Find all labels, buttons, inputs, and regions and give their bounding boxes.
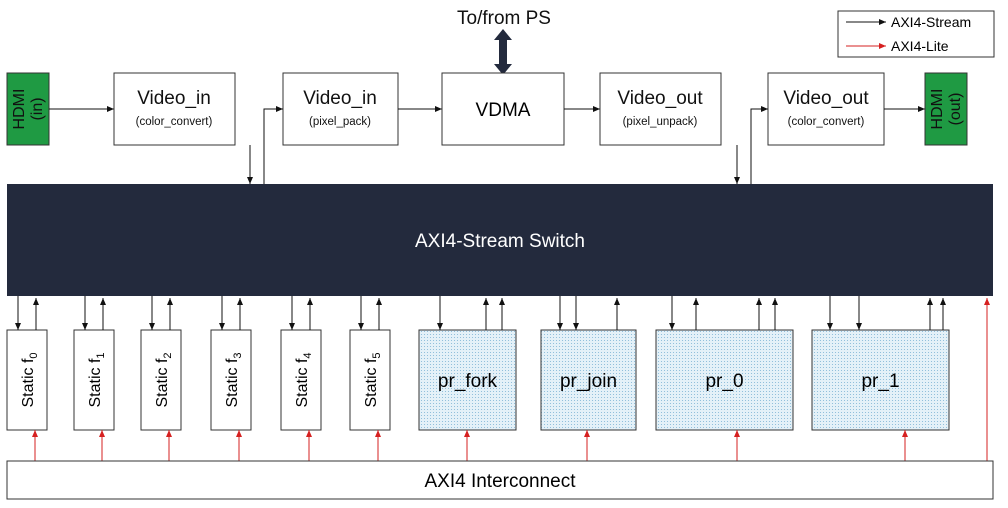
- video-in-color-convert-block: Video_in (color_convert): [113, 72, 236, 146]
- pr-label-2: pr_0: [705, 371, 743, 392]
- video-out-cc-title: Video_out: [783, 88, 869, 109]
- static-block-2: Static f2: [140, 296, 182, 461]
- legend: AXI4-Stream AXI4-Lite: [837, 10, 995, 58]
- video-out-pixel-unpack-block: Video_out (pixel_unpack): [599, 72, 722, 146]
- legend-lite-label: AXI4-Lite: [891, 38, 949, 54]
- static-label-3: Static f3: [224, 352, 244, 407]
- static-block-3: Static f3: [210, 296, 252, 461]
- video-out-pu-title: Video_out: [617, 88, 703, 109]
- interconnect-label: AXI4 Interconnect: [424, 471, 576, 492]
- axi4-stream-switch: AXI4-Stream Switch: [7, 184, 993, 296]
- video-in-pixel-pack-block: Video_in (pixel_pack): [282, 72, 399, 146]
- ps-bidirectional-arrow: [494, 29, 512, 75]
- pr-block-pr-fork: pr_fork: [418, 296, 517, 461]
- static-label-2: Static f2: [154, 352, 174, 407]
- legend-stream-label: AXI4-Stream: [891, 14, 971, 30]
- pr-block-pr-join: pr_join: [540, 296, 637, 461]
- video-out-color-convert-block: Video_out (color_convert): [767, 72, 885, 146]
- video-in-cc-sub: (color_convert): [136, 116, 213, 128]
- static-block-1: Static f1: [73, 296, 115, 461]
- vdma-title: VDMA: [476, 100, 531, 121]
- static-block-5: Static f5: [349, 296, 391, 461]
- hdmi-in-block: HDMI (in): [6, 72, 50, 146]
- vdma-block: VDMA: [441, 72, 565, 146]
- hdmi-in-line2: (in): [29, 97, 46, 120]
- static-block-0: Static f0: [6, 296, 48, 461]
- pr-label-0: pr_fork: [438, 371, 498, 392]
- bottom-blocks: Static f0 Static f1 Static f2 Static f3 Stat…: [6, 296, 950, 461]
- pr-label-1: pr_join: [560, 371, 617, 392]
- video-out-cc-sub: (color_convert): [788, 116, 865, 128]
- hdmi-out-line1: HDMI: [929, 89, 946, 130]
- video-in-pp-title: Video_in: [303, 88, 377, 109]
- pr-label-3: pr_1: [861, 371, 899, 392]
- pr-block-pr-0: pr_0: [655, 296, 794, 461]
- static-label-1: Static f1: [87, 352, 107, 407]
- hdmi-out-line2: (out): [947, 93, 964, 126]
- pr-block-pr-1: pr_1: [811, 296, 950, 461]
- switch-label: AXI4-Stream Switch: [415, 231, 585, 252]
- static-label-5: Static f5: [363, 352, 383, 407]
- video-in-cc-title: Video_in: [137, 88, 211, 109]
- hdmi-in-line1: HDMI: [11, 89, 28, 130]
- top-label: To/from PS: [457, 8, 551, 29]
- video-out-pu-sub: (pixel_unpack): [623, 116, 698, 128]
- static-block-4: Static f4: [280, 296, 322, 461]
- video-in-pp-sub: (pixel_pack): [309, 116, 371, 128]
- static-label-4: Static f4: [294, 352, 314, 407]
- axi4-interconnect: AXI4 Interconnect: [6, 460, 994, 500]
- static-label-0: Static f0: [20, 352, 40, 407]
- hdmi-out-block: HDMI (out): [924, 72, 968, 146]
